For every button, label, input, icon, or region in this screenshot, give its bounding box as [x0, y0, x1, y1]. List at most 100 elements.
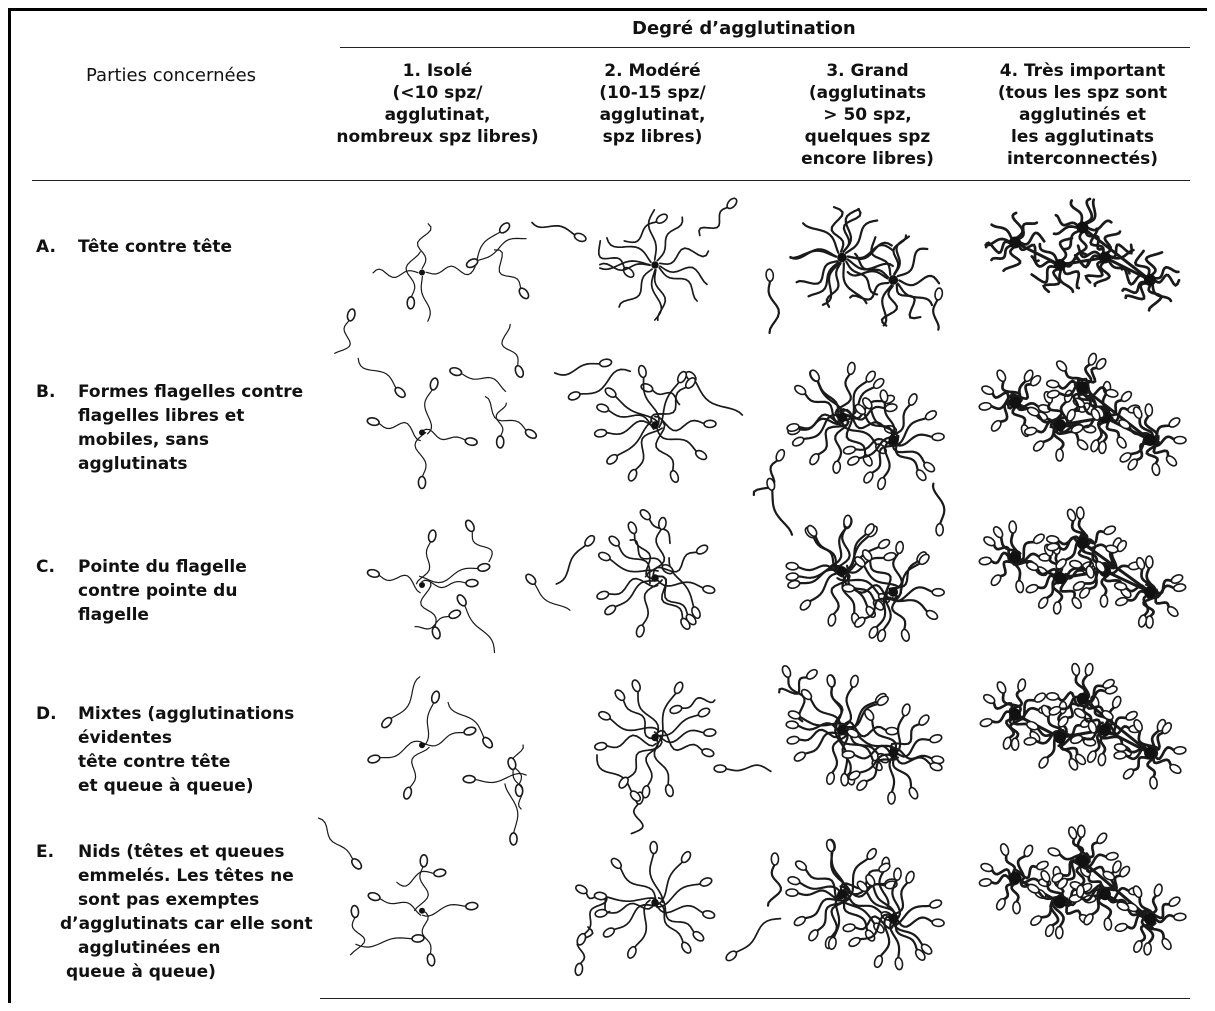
sperm-head [805, 668, 819, 681]
flagellum [415, 616, 450, 629]
sperm-head [1025, 583, 1039, 594]
sperm-head [843, 923, 856, 932]
sperm-head [788, 710, 802, 720]
flagellum [421, 582, 436, 628]
column-header-2-line: spz libres) [565, 126, 740, 148]
flagellum [406, 252, 420, 298]
sperm-head [629, 789, 642, 803]
flagellum [649, 210, 657, 260]
sperm-head [855, 778, 869, 792]
sperm-head [895, 957, 904, 970]
sperm-head [1056, 449, 1063, 461]
agglutinate-core [1054, 259, 1066, 271]
column-header-4-line: les agglutinats [975, 126, 1190, 148]
flagellum [897, 285, 921, 318]
sperm-head [1114, 743, 1127, 752]
sperm-head [1168, 763, 1182, 775]
sperm-head [1103, 525, 1117, 537]
sperm-head [826, 674, 836, 687]
row-label-line: emmelés. Les têtes ne [60, 864, 313, 888]
sperm-head [702, 585, 715, 595]
sperm-head [1056, 926, 1063, 938]
sperm-head [1002, 736, 1012, 749]
row-label-line: agglutinées en [60, 936, 313, 960]
sperm-head [510, 833, 517, 845]
agglutinate-core [419, 908, 425, 914]
agglutinate-core [651, 261, 658, 268]
sperm-head [1055, 359, 1069, 373]
sperm-head [888, 792, 896, 804]
agglutinate-core [651, 734, 658, 741]
sperm-head [1077, 825, 1085, 837]
sperm-head [932, 589, 944, 596]
agglutinate-core [419, 430, 425, 436]
sperm-head [979, 717, 993, 727]
sperm-head [1065, 408, 1076, 422]
sperm-head [1076, 507, 1084, 520]
sperm-head [1146, 556, 1153, 568]
sperm-head [627, 521, 638, 535]
sperm-head [598, 710, 612, 721]
sperm-head [351, 905, 359, 918]
sperm-head [843, 515, 851, 528]
sperm-head [922, 461, 936, 474]
illustration-row-c-col-3 [760, 508, 965, 648]
sperm-head [610, 857, 624, 871]
sperm-head [1174, 436, 1186, 443]
sperm-head [995, 897, 1007, 911]
sperm-head [786, 562, 799, 570]
flagellum [555, 364, 601, 375]
sperm-head [465, 437, 478, 446]
illustration-row-c-col-1 [340, 508, 545, 648]
agglutinate-core [888, 748, 898, 758]
agglutinate-core [1077, 855, 1089, 867]
flagellum [495, 250, 521, 290]
sperm-head [862, 471, 875, 485]
flagellum [661, 692, 677, 740]
agglutinate-core [1009, 551, 1021, 563]
sperm-head [380, 716, 393, 730]
sperm-head [699, 876, 713, 887]
sperm-head [481, 736, 494, 750]
sperm-head [982, 535, 996, 547]
agglutinate-core [419, 742, 425, 748]
sperm-head [583, 534, 596, 548]
sperm-head [765, 269, 774, 282]
sperm-head [1066, 508, 1077, 522]
sperm-head [433, 868, 446, 877]
flagellum [378, 575, 420, 593]
sperm-head [877, 477, 887, 490]
sperm-head [465, 257, 479, 269]
sperm-head [1174, 746, 1187, 754]
agglutinate-core [1144, 913, 1156, 925]
sperm-head [924, 409, 938, 422]
row-label-line: Formes flagelles contre [78, 380, 303, 404]
flagellum [379, 898, 421, 915]
sperm-head [1015, 580, 1024, 593]
flagellum [397, 871, 435, 886]
flagellum [425, 389, 433, 434]
column-header-3: 3. Grand (agglutinats > 50 spz, quelques… [780, 60, 955, 170]
sperm-head [638, 365, 648, 378]
sperm-head [669, 470, 680, 484]
sperm-head [1104, 918, 1112, 931]
row-letter: A. [36, 235, 56, 259]
agglutinate-core [837, 413, 847, 423]
sperm-head [1166, 605, 1180, 618]
flagellum [768, 864, 781, 906]
sperm-head [990, 419, 1003, 433]
sperm-head [599, 358, 612, 367]
illustration-row-d-col-3 [760, 660, 965, 815]
flagellum [609, 718, 658, 731]
sperm-head [724, 949, 738, 962]
sperm-head [1132, 406, 1144, 420]
sperm-head [1132, 940, 1143, 954]
sperm-head [664, 784, 674, 797]
sperm-head [463, 726, 477, 736]
sperm-head [607, 534, 621, 547]
sperm-head [929, 733, 943, 744]
row-label-line: tête contre tête [78, 750, 294, 774]
sperm-head [886, 727, 898, 735]
sperm-head [1098, 753, 1106, 766]
row-label-a: A. Tête contre tête [36, 235, 336, 265]
